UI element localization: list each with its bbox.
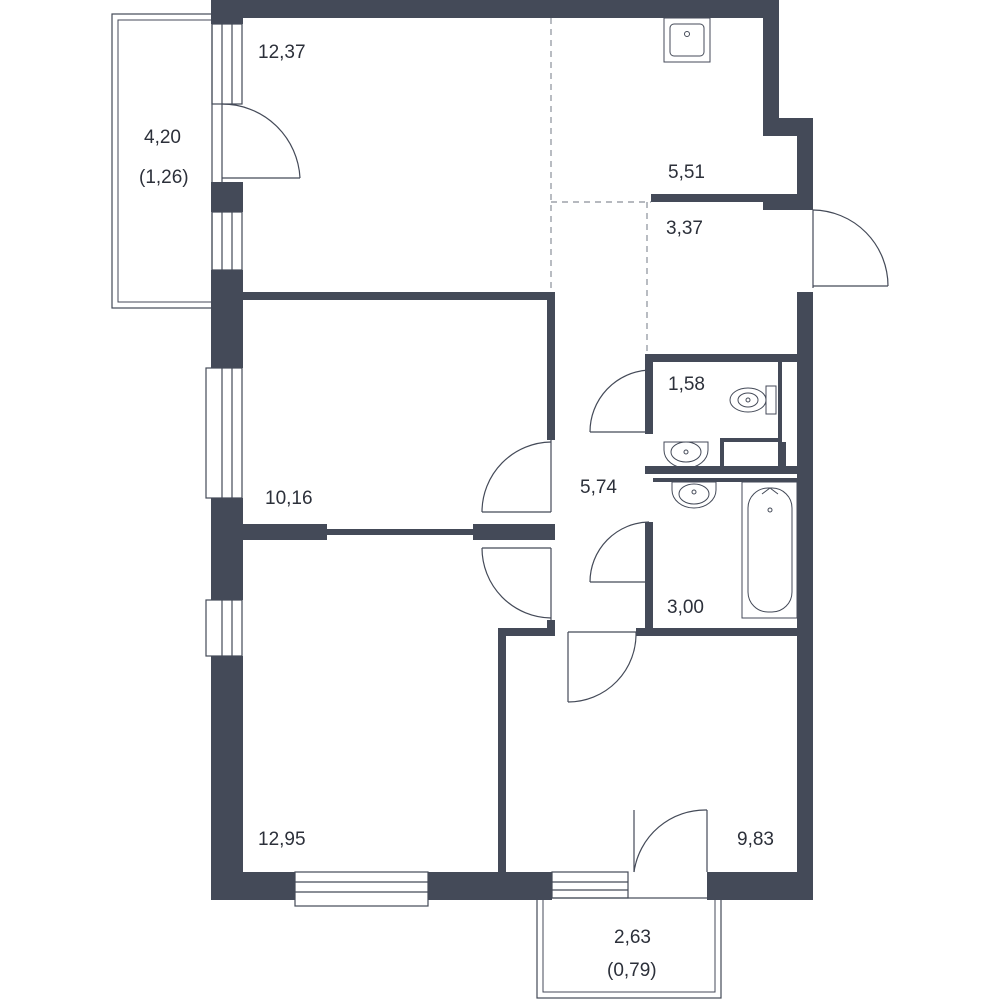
door-bedroom-middle [481, 440, 552, 513]
area-corridor: 5,74 [580, 477, 617, 498]
toilet-icon [729, 385, 777, 415]
area-hall-entrance: 3,37 [666, 218, 703, 239]
area-kitchen-zone: 5,51 [668, 162, 705, 183]
area-bedroom-middle: 10,16 [265, 488, 313, 509]
door-balcony-bottom [633, 809, 708, 873]
door-entrance [812, 209, 889, 288]
interior-walls [243, 194, 813, 872]
washbasin-icon [663, 441, 709, 469]
bathtub-icon [741, 481, 798, 619]
balcony-bottom [536, 897, 722, 999]
door-balcony-left [221, 103, 301, 182]
area-balcony-bottom: 2,63 [614, 927, 651, 948]
windows-bottom [294, 871, 629, 907]
sink-icon [663, 17, 711, 63]
room-labels: 12,37 4,20 (1,26) 5,51 3,37 1,58 5,74 10… [139, 42, 774, 981]
area-wc: 1,58 [668, 374, 705, 395]
door-bedroom-bottom-right [567, 631, 637, 703]
doors [221, 103, 889, 873]
washbasin-icon [671, 481, 717, 509]
door-bathroom [589, 521, 650, 583]
area-balcony-left: 4,20 [144, 127, 181, 148]
area-bedroom-bottom-right: 9,83 [737, 829, 774, 850]
door-wc [589, 369, 650, 434]
balcony-left [111, 13, 213, 309]
area-bedroom-bottom-left: 12,95 [258, 829, 306, 850]
door-bedroom-bottom-left [481, 547, 552, 620]
area-living-kitchen: 12,37 [258, 42, 306, 63]
area-bathroom: 3,00 [667, 597, 704, 618]
outer-walls [211, 0, 813, 900]
area-balcony-bottom-sub: (0,79) [607, 960, 657, 981]
zone-separators [550, 18, 651, 354]
area-balcony-left-sub: (1,26) [139, 167, 189, 188]
